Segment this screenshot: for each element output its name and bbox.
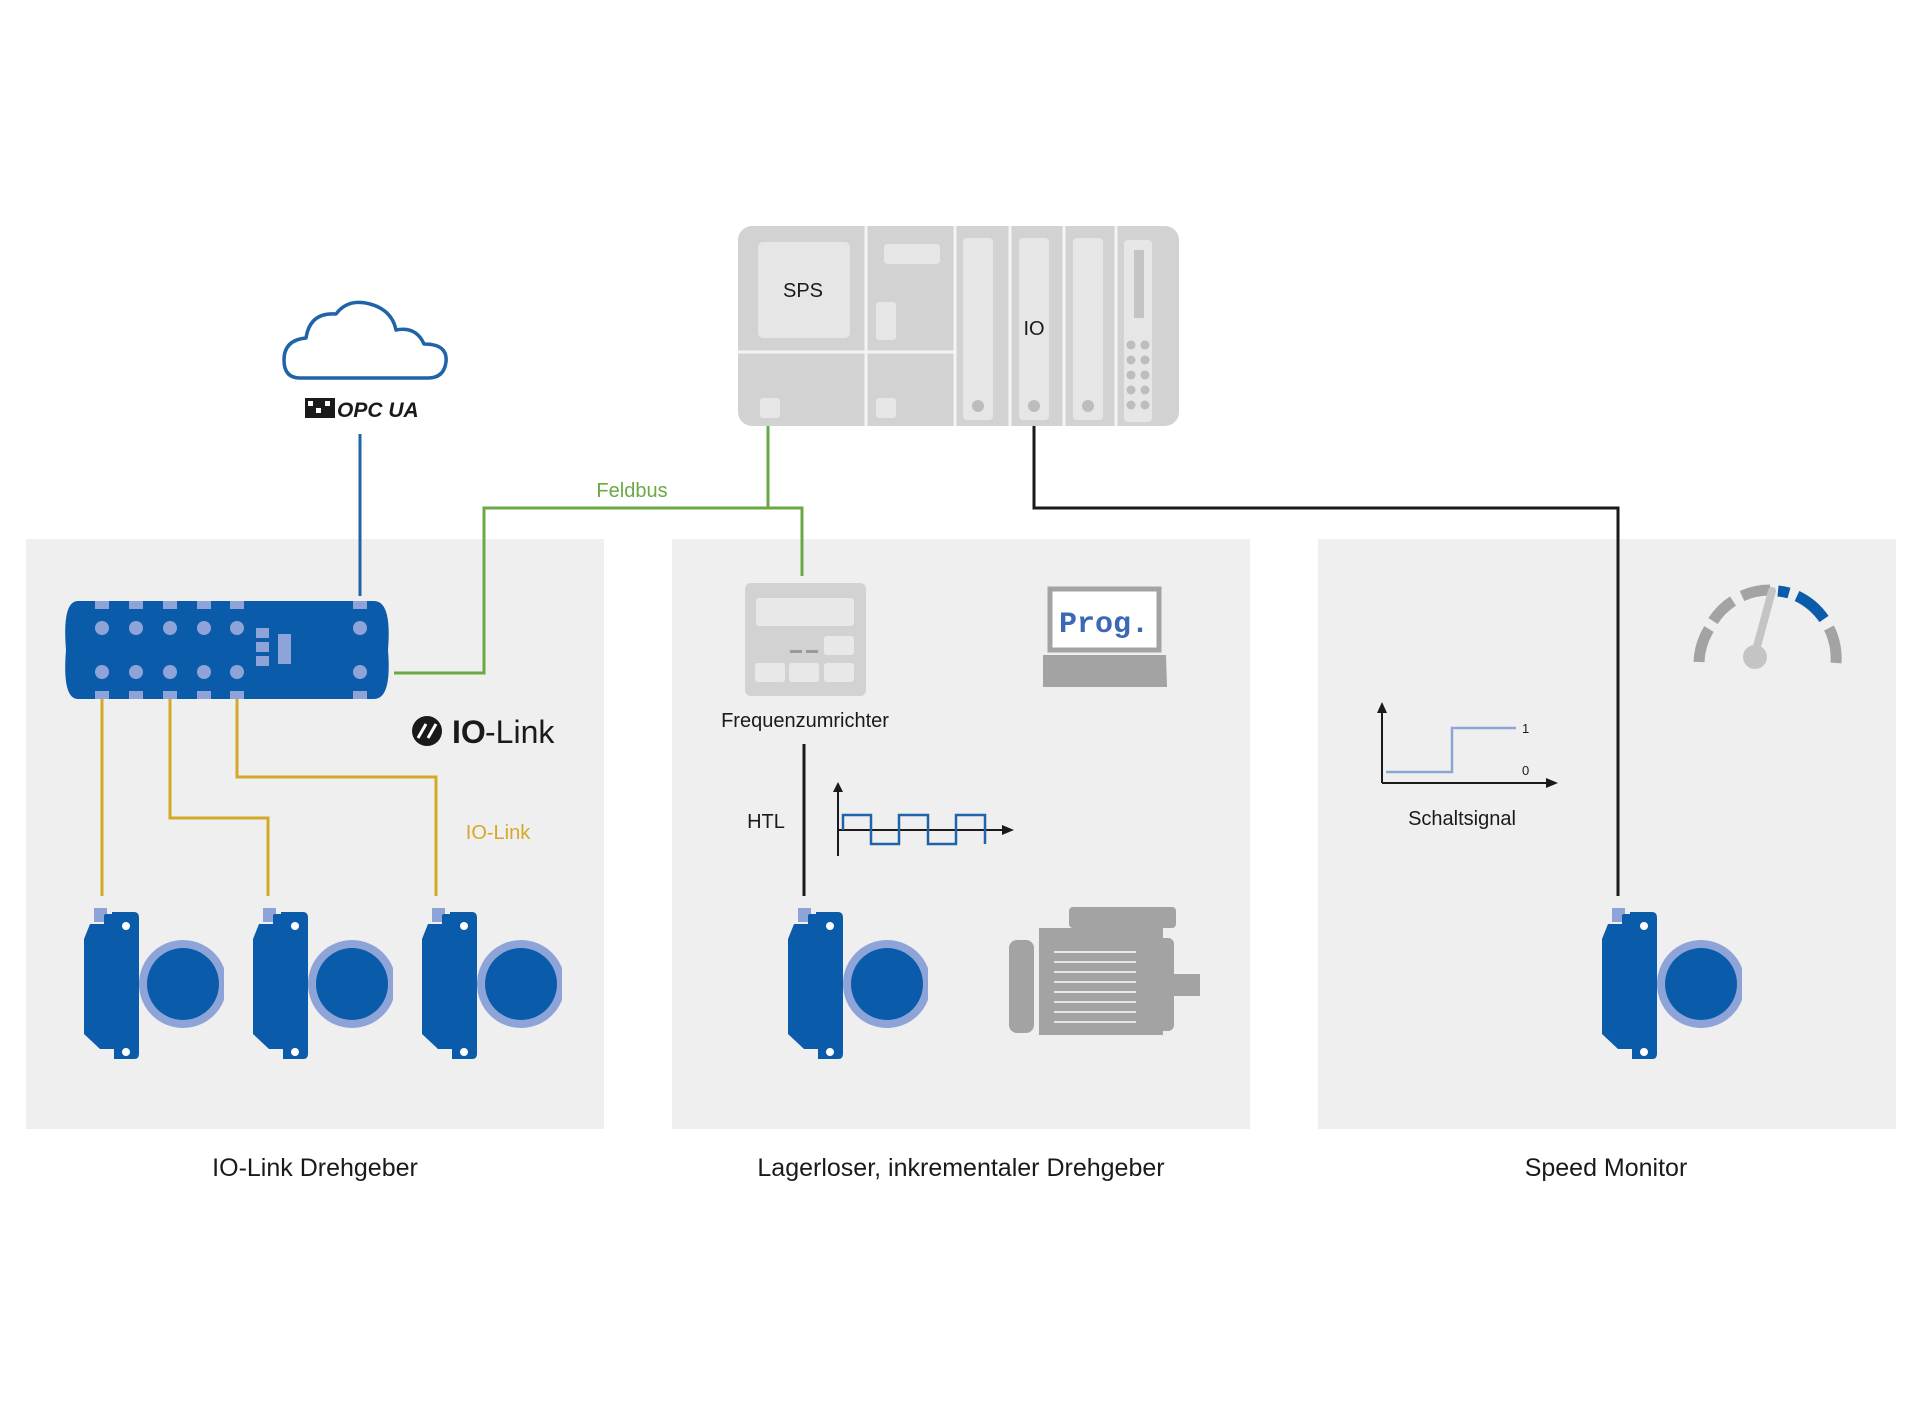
fieldbus-label: Feldbus [596, 480, 667, 502]
switch-signal-graph: 1 0 [1377, 702, 1558, 788]
caption-bearingless: Lagerloser, inkrementaler Drehgeber [757, 1154, 1164, 1182]
switch-signal-high: 1 [1522, 721, 1529, 736]
fieldbus-wire [394, 426, 804, 675]
opcua-logo-text: OPC UA [337, 399, 419, 422]
frequency-inverter-label: Frequenzumrichter [721, 710, 889, 732]
caption-iolink: IO-Link Drehgeber [212, 1154, 418, 1182]
motor-icon [1009, 907, 1200, 1035]
cloud-icon [282, 300, 448, 380]
digital-output-wire [1032, 426, 1620, 896]
plc-rack: SPS IO [738, 226, 1179, 426]
iolink-master [65, 601, 389, 699]
opcua-logo: OPC UA [305, 398, 419, 422]
iolink-wires [100, 699, 438, 896]
htl-signal-graph [833, 782, 1014, 856]
iolink-wire-label: IO-Link [466, 822, 531, 844]
panel-speed-monitor [1318, 539, 1896, 1129]
iolink-logo: IO -Link [412, 714, 555, 750]
laptop-icon: Prog. [1043, 586, 1167, 687]
switch-signal-low: 0 [1522, 763, 1529, 778]
laptop-screen-text: Prog. [1059, 608, 1149, 642]
htl-label: HTL [747, 811, 785, 833]
switch-signal-label: Schaltsignal [1408, 808, 1516, 830]
speed-gauge-icon [1693, 584, 1842, 669]
plc-io-label: IO [1023, 318, 1044, 340]
frequency-inverter [745, 583, 866, 696]
plc-cpu-label: SPS [783, 280, 823, 302]
caption-speed-monitor: Speed Monitor [1525, 1154, 1688, 1182]
iolink-logo-bold: IO [452, 714, 486, 750]
iolink-logo-regular: -Link [485, 714, 555, 750]
